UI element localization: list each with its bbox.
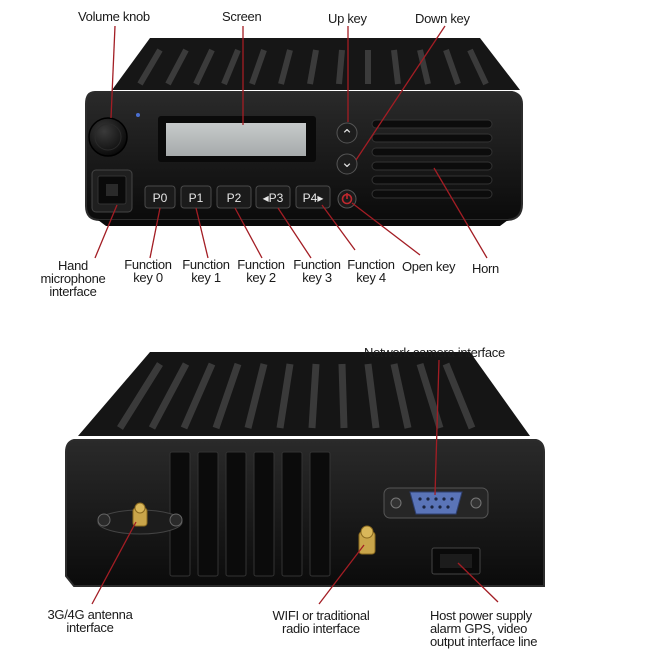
leader-lines: [91, 25, 499, 605]
label-network-camera: Network camera interface: [364, 345, 505, 360]
label-down-key: Down key: [415, 11, 470, 26]
rear-vertical-fins: [169, 451, 331, 577]
host-power-port[interactable]: [431, 547, 481, 575]
up-key[interactable]: [336, 122, 358, 144]
key-label-p0: P0: [153, 191, 168, 205]
key-label-p2: P2: [227, 191, 242, 205]
label-screen: Screen: [222, 9, 262, 24]
up-key-symbol: ⌃: [341, 126, 354, 144]
function-key-4[interactable]: [295, 185, 331, 209]
label-wifi-radio: WIFI or traditional radio interface: [272, 608, 370, 636]
label-function-key-0: Function key 0: [124, 257, 172, 285]
label-up-key: Up key: [328, 11, 367, 26]
label-function-key-2: Function key 2: [237, 257, 285, 285]
down-key[interactable]: [336, 153, 358, 175]
rear-heatsink: [78, 352, 530, 436]
lcd-screen: [166, 123, 306, 156]
wifi-radio-connector[interactable]: [358, 525, 376, 555]
horn-grille: [371, 119, 493, 199]
network-camera-port[interactable]: [383, 487, 489, 519]
function-key-3[interactable]: [255, 185, 291, 209]
key-label-p4: P4▸: [303, 191, 324, 205]
down-key-symbol: ⌄: [341, 153, 354, 171]
function-key-2[interactable]: [216, 185, 252, 209]
label-antenna-3g4g: 3G/4G antenna interface: [47, 607, 133, 635]
key-label-p3: ◂P3: [263, 191, 284, 205]
power-led: [136, 113, 140, 117]
label-host-power: Host power supply alarm GPS, video outpu…: [430, 608, 538, 649]
label-open-key: Open key: [402, 259, 456, 274]
rear-heatsink-fins: [117, 362, 476, 430]
label-function-key-1: Function key 1: [182, 257, 230, 285]
label-function-key-4: Function key 4: [347, 257, 395, 285]
function-keys: P0 P1 P2 ◂P3 P4▸: [144, 185, 331, 209]
label-horn: Horn: [472, 261, 499, 276]
label-function-key-3: Function key 3: [293, 257, 341, 285]
label-hand-microphone: Hand microphone interface: [40, 258, 106, 299]
front-heatsink-fins: [137, 48, 489, 86]
key-label-p1: P1: [189, 191, 204, 205]
label-volume-knob: Volume knob: [78, 9, 150, 24]
antenna-3g4g-connector[interactable]: [97, 502, 183, 535]
